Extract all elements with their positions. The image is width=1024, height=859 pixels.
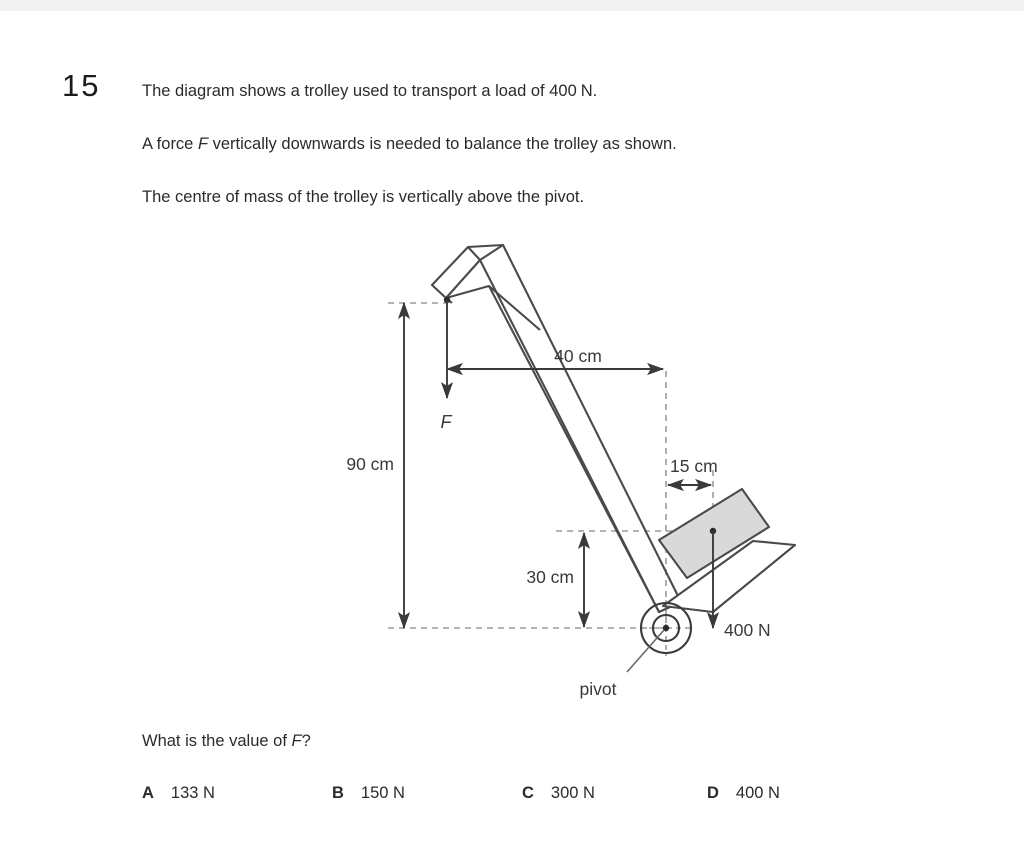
prompt-prefix: What is the value of	[142, 732, 292, 750]
construction-guides	[388, 302, 714, 656]
dim-15cm-label: 15 cm	[670, 456, 718, 476]
option-d-value: 400 N	[735, 784, 780, 802]
trolley-inner-rail	[488, 285, 660, 613]
prompt-symbol-f: F	[291, 732, 302, 750]
dim-30cm-label: 30 cm	[526, 567, 574, 587]
load-force-application-dot	[709, 527, 717, 535]
toe-plate-shape	[661, 539, 797, 614]
prompt-suffix: ?	[301, 732, 311, 750]
wheel-inner-circle	[651, 613, 681, 643]
option-b[interactable]: B 150 N	[332, 784, 405, 803]
option-c-value: 300 N	[550, 784, 595, 802]
option-a[interactable]: A 133 N	[142, 784, 215, 803]
stem-line-2-symbol-f: F	[197, 135, 209, 153]
load-box	[657, 487, 771, 580]
question-number: 15	[62, 68, 101, 103]
dimension-30cm: 30 cm	[526, 531, 591, 629]
load-force-arrow: 400 N	[706, 527, 771, 640]
dimension-15cm: 15 cm	[666, 456, 718, 492]
wheel-outer-circle	[639, 601, 693, 655]
option-a-letter: A	[142, 784, 154, 802]
answer-options: A 133 N B 150 N C 300 N D 400 N	[142, 784, 882, 812]
option-b-value: 150 N	[360, 784, 405, 802]
question-stem-line-2: A force F vertically downwards is needed…	[142, 133, 902, 155]
dimension-90cm: 90 cm	[346, 301, 411, 630]
stem-line-1-unit: N.	[580, 82, 598, 100]
trolley-handle	[430, 245, 482, 300]
trolley-frame	[430, 243, 683, 614]
option-d-letter: D	[707, 784, 719, 802]
question-stem-line-1: The diagram shows a trolley used to tran…	[142, 80, 902, 102]
load-force-label: 400 N	[724, 620, 771, 640]
trolley-handle-inner-arm	[467, 243, 504, 249]
pivot-leader-line	[626, 629, 665, 673]
option-b-letter: B	[332, 784, 344, 802]
trolley-toe-plate	[661, 539, 797, 614]
load-box-shape	[657, 487, 771, 580]
question-prompt: What is the value of F?	[142, 732, 311, 751]
stem-line-2-suffix: vertically downwards is needed to balanc…	[208, 135, 677, 153]
page-top-strip	[0, 0, 1024, 11]
force-f-arrow: F	[441, 296, 454, 432]
pivot-label: pivot	[580, 679, 617, 699]
pivot-point-dot	[662, 624, 670, 632]
stem-line-1-text: The diagram shows a trolley used to tran…	[142, 82, 577, 100]
stem-line-2-prefix: A force	[142, 135, 198, 153]
option-c[interactable]: C 300 N	[522, 784, 595, 803]
dim-90cm-label: 90 cm	[346, 454, 394, 474]
trolley-inner-rail-2	[445, 297, 453, 304]
question-stem-line-3: The centre of mass of the trolley is ver…	[142, 188, 585, 206]
force-f-application-dot	[443, 296, 451, 304]
dim-40cm-label: 40 cm	[554, 346, 602, 366]
force-f-label: F	[441, 412, 453, 432]
dimension-40cm: 40 cm	[445, 346, 665, 376]
trolley-handle-lower-arm	[445, 284, 541, 331]
option-d[interactable]: D 400 N	[707, 784, 780, 803]
option-a-value: 133 N	[170, 784, 215, 802]
option-c-letter: C	[522, 784, 534, 802]
wheel-assembly	[626, 601, 693, 673]
trolley-beam	[478, 243, 683, 614]
